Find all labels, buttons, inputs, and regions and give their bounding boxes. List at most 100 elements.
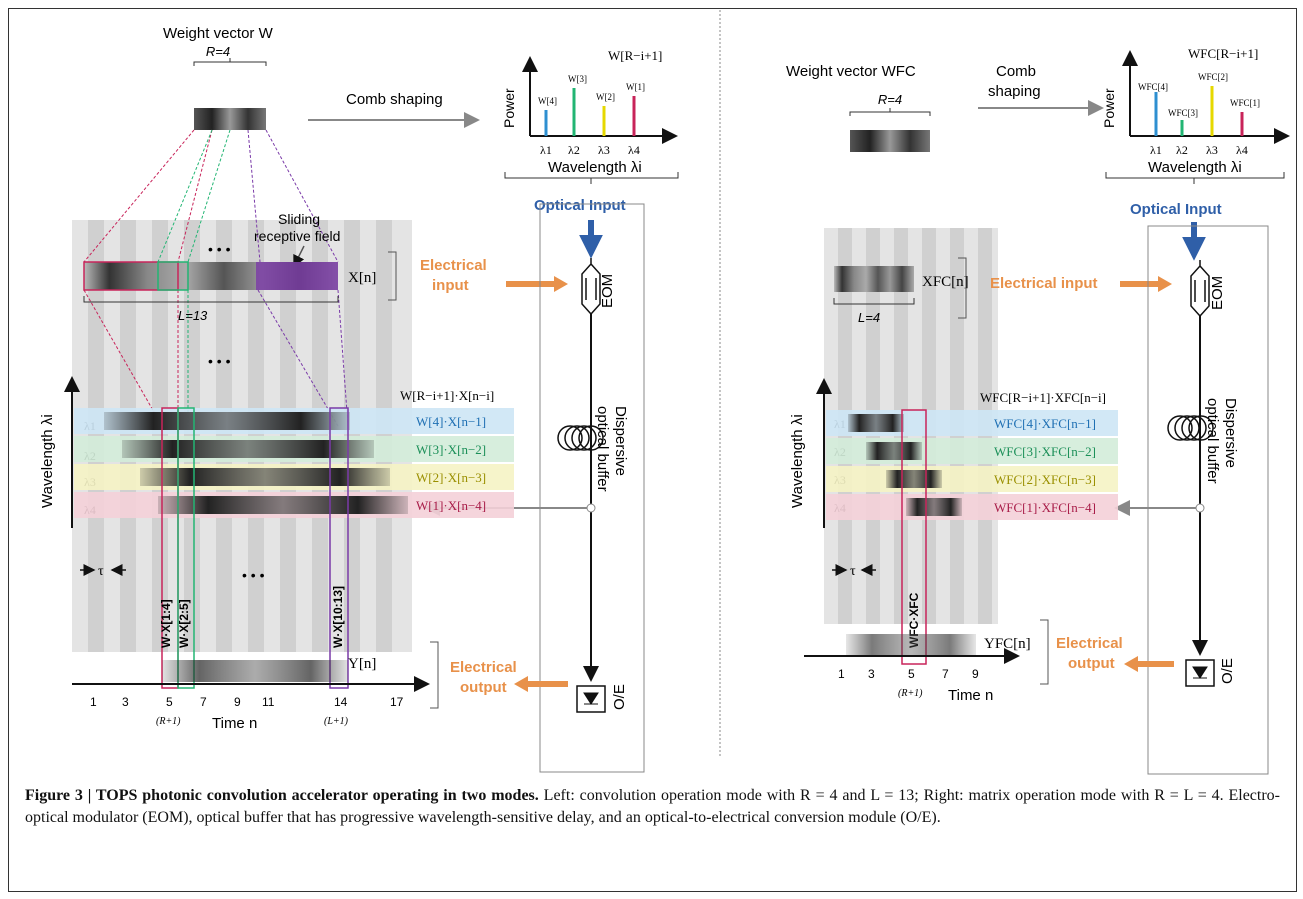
left-dots-top: • • • <box>208 241 231 257</box>
right-band-title: WFC[R−i+1]·XFC[n−i] <box>980 390 1106 405</box>
right-signal-1 <box>848 414 904 432</box>
right-tick-5: 5 <box>908 667 915 681</box>
left-electrical-label: Electrical <box>420 257 487 274</box>
left-weight-bar <box>194 108 266 130</box>
right-signal-2 <box>866 442 922 460</box>
left-diode-symbol <box>583 692 599 705</box>
right-spectrum: WFC[R−i+1] Power WFC[4] WFC[3] WFC[2] WF… <box>1101 46 1290 184</box>
right-lambda-1: λ1 <box>1150 143 1162 157</box>
left-vlabel-2: W·X[2:5] <box>177 599 191 648</box>
left-output-label: output <box>460 679 507 696</box>
left-band-label-1: W[4]·X[n−1] <box>416 414 486 429</box>
left-dots-low: • • • <box>242 567 265 583</box>
left-electrical-input-head <box>554 276 568 292</box>
left-spec-label-3: W[2] <box>596 92 615 102</box>
left-wavelength-label: Wavelength λi <box>548 159 642 176</box>
right-vwindow-red <box>901 409 927 665</box>
right-l-brace <box>833 298 915 305</box>
right-band-label-1: WFC[4]·XFC[n−1] <box>994 416 1096 431</box>
left-y-bracket <box>430 641 439 709</box>
right-tick-9: 9 <box>972 667 979 681</box>
caption-bold: Figure 3 | TOPS photonic convolution acc… <box>25 787 539 804</box>
right-lambda-3: λ3 <box>1206 143 1218 157</box>
right-eom-label: EOM <box>1209 276 1226 310</box>
right-x-strip <box>834 266 914 292</box>
left-y-strip <box>162 660 348 682</box>
left-spectrum: W[R−i+1] Power W[4] W[3] W[2] W[1] λ1 λ2… <box>501 48 679 184</box>
left-tick-17: 17 <box>390 695 404 709</box>
left-r-brace <box>193 58 267 66</box>
right-band-label-4: WFC[1]·XFC[n−4] <box>994 500 1096 515</box>
left-optical-input-label: Optical Input <box>534 197 626 214</box>
caption-text: Left: convolution operation mode with R … <box>25 787 1281 826</box>
right-weight-title: Weight vector WFC <box>786 63 916 80</box>
left-optical-box <box>539 203 645 773</box>
left-lambda-4: λ4 <box>628 143 640 157</box>
left-window-green <box>157 261 189 291</box>
left-electrical-out-label: Electrical <box>450 659 517 676</box>
left-electrical-output-head <box>514 676 528 692</box>
left-spectrum-brace <box>504 172 679 184</box>
right-dispersive-label: Dispersive <box>1222 398 1239 468</box>
left-band-title: W[R−i+1]·X[n−i] <box>400 388 494 403</box>
left-signal-4 <box>158 496 408 514</box>
right-electrical-output-head <box>1124 656 1138 672</box>
right-electrical-input-label: Electrical input <box>990 275 1098 292</box>
left-spectrum-title: W[R−i+1] <box>608 48 662 63</box>
left-r-label: R=4 <box>206 44 230 59</box>
right-band-label-3: WFC[2]·XFC[n−3] <box>994 472 1096 487</box>
right-time-label: Time n <box>948 687 993 704</box>
left-tick-5: 5 <box>166 695 173 709</box>
right-tick-1: 1 <box>838 667 845 681</box>
left-vwindow-green <box>177 407 195 689</box>
right-spec-label-1: WFC[4] <box>1138 82 1168 92</box>
left-band-label-2: W[3]·X[n−2] <box>416 442 486 457</box>
right-spectrum-brace <box>1105 172 1285 184</box>
right-electrical-input-head <box>1158 276 1172 292</box>
left-projection-lines <box>83 129 349 427</box>
left-l-brace <box>83 296 339 303</box>
left-panel: Weight vector W R=4 Comb shaping W[R−i+1… <box>39 25 679 773</box>
right-output-label: output <box>1068 655 1115 672</box>
left-lambda-1: λ1 <box>540 143 552 157</box>
left-signal-1 <box>104 412 350 430</box>
left-dots-mid: • • • <box>208 353 231 369</box>
left-spec-label-2: W[3] <box>568 74 587 84</box>
right-oe-label: O/E <box>1219 658 1236 684</box>
figure-frame <box>8 8 1297 892</box>
left-wave-axis-label: Wavelength λi <box>39 414 56 508</box>
left-vwindow-purple <box>329 407 349 689</box>
right-y-strip <box>846 634 976 656</box>
left-lambda-3: λ3 <box>598 143 610 157</box>
right-signal-3 <box>886 470 942 488</box>
right-fiber-coil-icon <box>1167 415 1214 441</box>
left-tick-11: 11 <box>262 695 275 709</box>
left-tick-3: 3 <box>122 695 129 709</box>
left-signal-3 <box>140 468 390 486</box>
right-y-label: YFC[n] <box>984 636 1031 652</box>
right-comb-label: Comb <box>996 63 1036 80</box>
left-band-label-4: W[1]·X[n−4] <box>416 498 486 513</box>
right-panel: Weight vector WFC R=4 Comb shaping WFC[R… <box>786 46 1290 775</box>
left-oe-label: O/E <box>611 684 628 710</box>
left-dispersive-label: Dispersive <box>612 406 629 476</box>
left-time-label: Time n <box>212 715 257 732</box>
right-tap-point <box>1195 503 1205 513</box>
right-x-bracket <box>958 257 967 319</box>
right-spec-label-3: WFC[2] <box>1198 72 1228 82</box>
right-spec-label-2: WFC[3] <box>1168 108 1198 118</box>
right-wavelength-label: Wavelength λi <box>1148 159 1242 176</box>
left-vlabel-3: W·X[10:13] <box>331 586 345 648</box>
left-x-bracket <box>388 251 397 301</box>
right-band-3 <box>826 466 1118 492</box>
right-r1-label: (R+1) <box>898 688 923 699</box>
right-signal-4 <box>906 498 962 516</box>
left-tap-point <box>586 503 596 513</box>
left-l1-label: (L+1) <box>324 716 349 727</box>
figure-caption: Figure 3 | TOPS photonic convolution acc… <box>25 785 1280 829</box>
left-receptive-label: receptive field <box>254 228 340 244</box>
right-optical-input-label: Optical Input <box>1130 201 1222 218</box>
left-band-label-3: W[2]·X[n−3] <box>416 470 486 485</box>
left-tick-9: 9 <box>234 695 241 709</box>
left-power-label: Power <box>501 88 517 128</box>
